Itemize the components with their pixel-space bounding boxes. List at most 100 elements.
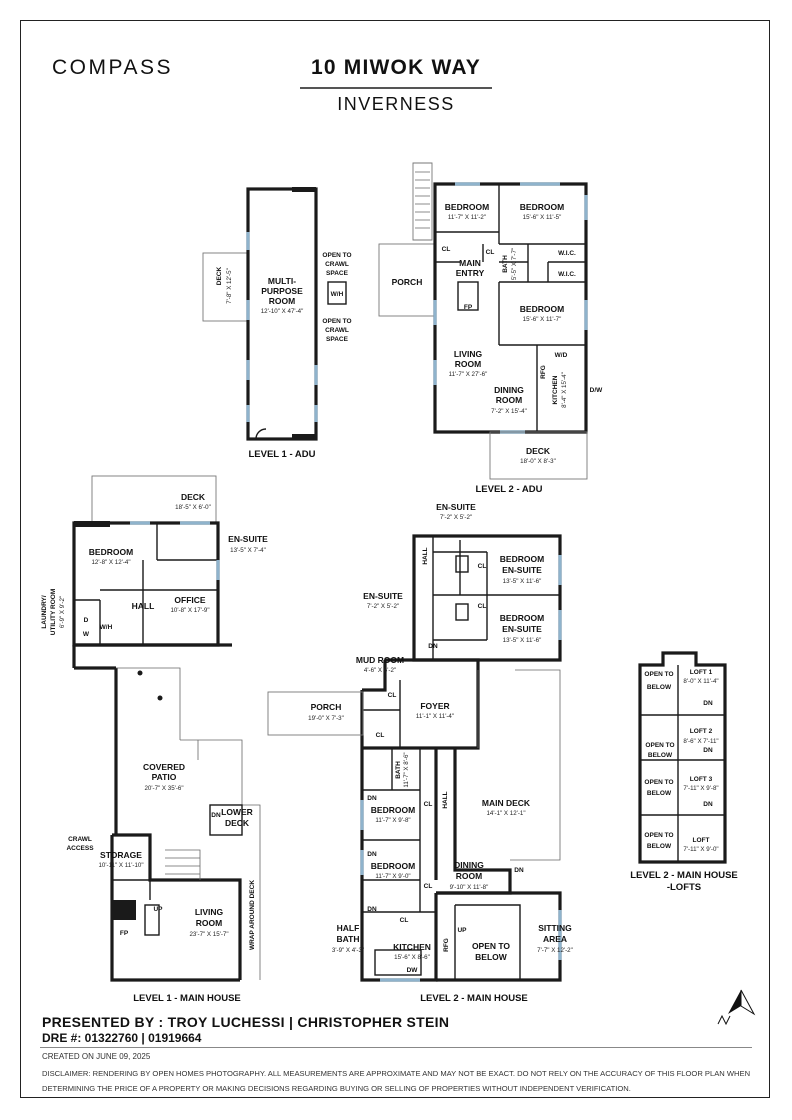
main1-room-label: LOWER (221, 807, 253, 817)
main2-room-label: BEDROOM (500, 613, 544, 623)
level1-adu-title: LEVEL 1 - ADU (248, 449, 315, 460)
level1-adu-plan: MULTI- PURPOSE ROOM 12'-10" X 47'-4" DEC… (202, 187, 352, 460)
level2-adu-plan: BEDROOM 11'-7" X 11'-2" BEDROOM 15'-6" X… (378, 162, 604, 495)
footer-divider (40, 1047, 752, 1048)
adu2-room-dim: 5'-5" X 7'-7" (511, 248, 518, 280)
adu1-room-dim: 12'-10" X 47'-4" (261, 308, 304, 315)
adu2-room-label: BATH (502, 255, 509, 273)
main2-room-dim: 13'-5" X 11'-6" (503, 578, 542, 585)
adu2-fridge-label: RFG (540, 365, 547, 379)
lofts-room-label: LOFT 1 (690, 669, 713, 676)
main2-closet-label: CL (478, 603, 487, 610)
main2-room-label: EN-SUITE (502, 565, 542, 575)
main2-room-dim: 9'-10" X 11'-8" (450, 884, 489, 891)
level2-lofts-plan: OPEN TO BELOW LOFT 1 8'-0" X 11'-4" OPEN… (630, 651, 738, 893)
main2-room-dim: 13'-5" X 11'-6" (503, 637, 542, 644)
main2-room-label: BEDROOM (371, 861, 415, 871)
adu2-room-label: W.I.C. (558, 250, 576, 257)
adu2-room-dim: 7'-2" X 15'-4" (491, 408, 527, 415)
lofts-room-dim: 8'-6" X 7'-11" (683, 738, 718, 745)
main2-room-label: HALL (422, 547, 429, 564)
main1-room-dim: 13'-5" X 7'-4" (230, 547, 266, 554)
main1-room-dim: 20'-7" X 35'-6" (144, 785, 183, 792)
main1-room-dim: 10'-8" X 17'-9" (170, 607, 209, 614)
main2-room-dim: 7'-2" X 5'-2" (440, 514, 472, 521)
adu2-room-label: DINING (494, 385, 524, 395)
main1-stair-label: DN (211, 812, 221, 819)
main2-room-dim: 11'-1" X 11'-4" (416, 713, 454, 720)
main2-room-label: OPEN TO (472, 941, 510, 951)
adu1-crawl-label: CRAWL (325, 261, 349, 268)
adu1-deck-label: DECK (216, 266, 223, 285)
main2-room-label: EN-SUITE (436, 502, 476, 512)
lofts-stair-label: DN (703, 700, 713, 707)
lofts-label: BELOW (648, 752, 673, 759)
adu1-crawl-label: OPEN TO (322, 252, 351, 259)
property-address: 10 MIWOK WAY (311, 56, 481, 79)
adu2-fireplace-label: FP (464, 304, 473, 311)
lofts-room-dim: 7'-11" X 9'-8" (683, 785, 718, 792)
adu2-room-label: DECK (526, 446, 551, 456)
main2-room-dim: 7'-2" X 5'-2" (367, 603, 399, 610)
main2-closet-label: CL (424, 801, 433, 808)
main2-room-label: KITCHEN (393, 942, 431, 952)
lofts-label: BELOW (647, 790, 672, 797)
adu2-room-label: LIVING (454, 349, 483, 359)
main2-stair-label: DN (367, 795, 377, 802)
main1-room-label: STORAGE (100, 850, 142, 860)
dre-numbers: DRE #: 01322760 | 01919664 (42, 1031, 202, 1045)
level2-main-plan: EN-SUITE 7'-2" X 5'-2" BEDROOM EN-SUITE … (267, 502, 573, 1004)
main1-room-label: PATIO (152, 772, 177, 782)
level2-lofts-title: -LOFTS (667, 882, 701, 893)
lofts-label: OPEN TO (644, 779, 673, 786)
adu1-deck-dim: 7'-8" X 12'-5" (226, 268, 233, 304)
title-divider (300, 87, 492, 89)
main2-room-label: BEDROOM (500, 554, 544, 564)
lofts-stair-label: DN (703, 801, 713, 808)
property-city: INVERNESS (337, 94, 455, 114)
disclaimer-text: DISCLAIMER: RENDERING BY OPEN HOMES PHOT… (42, 1069, 751, 1093)
main2-room-label: ROOM (456, 871, 482, 881)
adu2-room-label: W.I.C. (558, 271, 576, 278)
main2-closet-label: CL (400, 917, 409, 924)
main2-room-dim: 11'-7" X 9'-8" (375, 817, 410, 824)
main2-room-dim: 7'-7" X 12'-2" (537, 947, 573, 954)
main2-room-label: BATH (395, 761, 402, 779)
main1-room-label: COVERED (143, 762, 185, 772)
lofts-room-dim: 8'-0" X 11'-4" (683, 678, 718, 685)
main2-room-label: FOYER (420, 701, 449, 711)
adu2-closet-label: CL (442, 246, 451, 253)
main1-appliance-label: W/H (100, 624, 113, 631)
main2-stair-label: DN (514, 867, 524, 874)
main2-room-label: MAIN DECK (482, 798, 531, 808)
main2-room-dim: 11'-7" X 9'-0" (375, 873, 410, 880)
adu1-room-label: PURPOSE (261, 286, 303, 296)
lofts-label: BELOW (647, 684, 672, 691)
adu1-room-label: ROOM (269, 296, 295, 306)
main1-room-dim: 18'-5" X 6'-0" (175, 504, 211, 511)
adu2-room-label: BEDROOM (520, 304, 564, 314)
main1-room-label: CRAWL (68, 836, 92, 843)
adu2-room-label: KITCHEN (552, 375, 559, 404)
brand-logo: COMPASS (52, 56, 173, 79)
lofts-label: OPEN TO (645, 742, 674, 749)
main2-room-dim: 3'-9" X 4'-3" (332, 947, 364, 954)
main1-room-label: UTILITY ROOM (50, 589, 57, 635)
adu2-dishwasher-label: D/W (590, 387, 604, 394)
adu1-crawl-label: SPACE (326, 270, 349, 277)
main2-room-label: HALL (442, 791, 449, 808)
adu1-crawl-label: SPACE (326, 336, 349, 343)
main2-room-label: DINING (454, 860, 484, 870)
lofts-label: BELOW (647, 843, 672, 850)
main2-closet-label: CL (478, 563, 487, 570)
main1-room-dim: 10'-11" X 11'-10" (98, 862, 143, 869)
adu2-room-label: PORCH (392, 277, 423, 287)
adu2-room-label: BEDROOM (520, 202, 564, 212)
adu2-room-dim: 15'-6" X 11'-7" (523, 316, 562, 323)
main2-room-dim: 14'-1" X 12'-1" (486, 810, 525, 817)
presented-by: PRESENTED BY : TROY LUCHESSI | CHRISTOPH… (42, 1014, 450, 1030)
lofts-room-label: LOFT 2 (690, 728, 713, 735)
created-date: CREATED ON JUNE 09, 2025 (42, 1052, 151, 1061)
adu2-room-label: ENTRY (456, 268, 485, 278)
